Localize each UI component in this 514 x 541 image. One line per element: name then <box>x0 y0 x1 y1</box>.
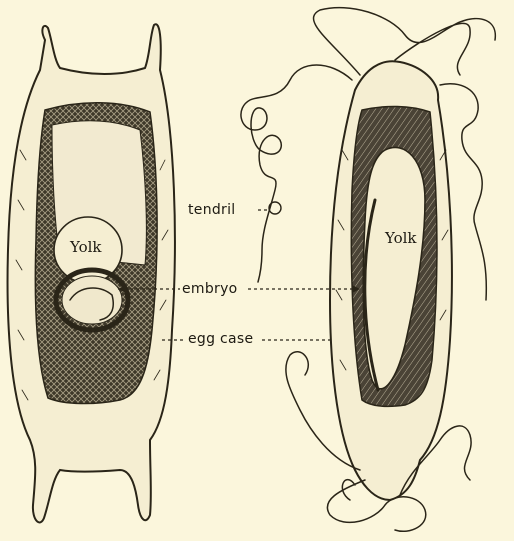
tendril-label: tendril <box>188 202 236 218</box>
right-egg-case: Yolk <box>241 8 495 532</box>
left-egg-case: Yolk <box>8 24 175 522</box>
tendril-coil <box>269 202 281 214</box>
left-yolk-label: Yolk <box>69 238 102 256</box>
right-yolk-label: Yolk <box>384 229 417 247</box>
egg-case-label: egg case <box>188 331 253 347</box>
embryo-label: embryo <box>182 281 238 297</box>
